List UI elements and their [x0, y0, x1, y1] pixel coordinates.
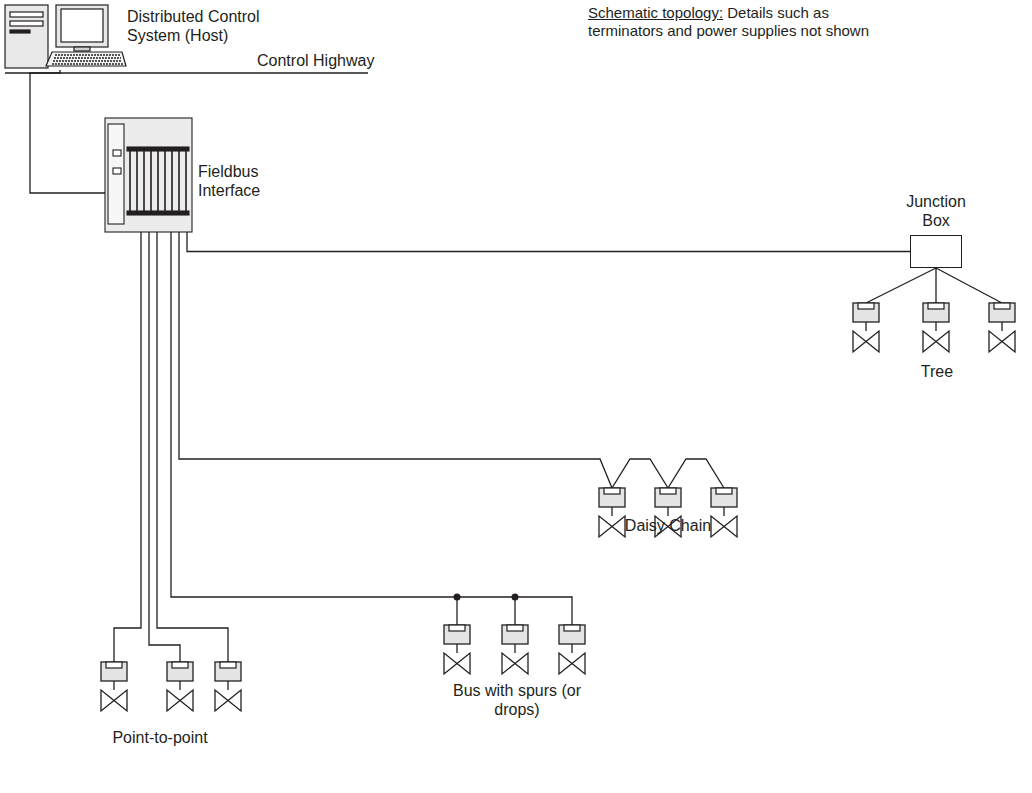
- fieldbus-wires: [114, 232, 1002, 662]
- node-label: Fieldbus Interface: [198, 162, 298, 200]
- connector-line: [187, 232, 910, 252]
- interface-node: Fieldbus Interface: [105, 118, 192, 232]
- spur-dot: [512, 594, 519, 601]
- fieldbus-connector: [30, 70, 105, 193]
- topology-label: Bus with spurs (or drops): [452, 681, 582, 719]
- valve-symbols: [101, 303, 1015, 711]
- node-label: Junction Box: [891, 192, 981, 230]
- note-block: Schematic topology: Details such as term…: [588, 4, 888, 40]
- topology-label: Point-to-point: [95, 728, 225, 747]
- node-label: Distributed Control System (Host): [127, 7, 292, 45]
- junction-box: Junction Box: [910, 235, 962, 268]
- topology-label: Daisy Chain: [608, 516, 728, 535]
- topology-label: Tree: [897, 362, 977, 381]
- connector-line: [30, 70, 105, 193]
- spur-dot: [454, 594, 461, 601]
- edge-label: Control Highway: [257, 51, 374, 70]
- interface-rack: [105, 118, 192, 232]
- fieldbus-connector: [187, 232, 910, 252]
- note-heading: Schematic topology:: [588, 4, 723, 21]
- computer-icon: [5, 5, 126, 68]
